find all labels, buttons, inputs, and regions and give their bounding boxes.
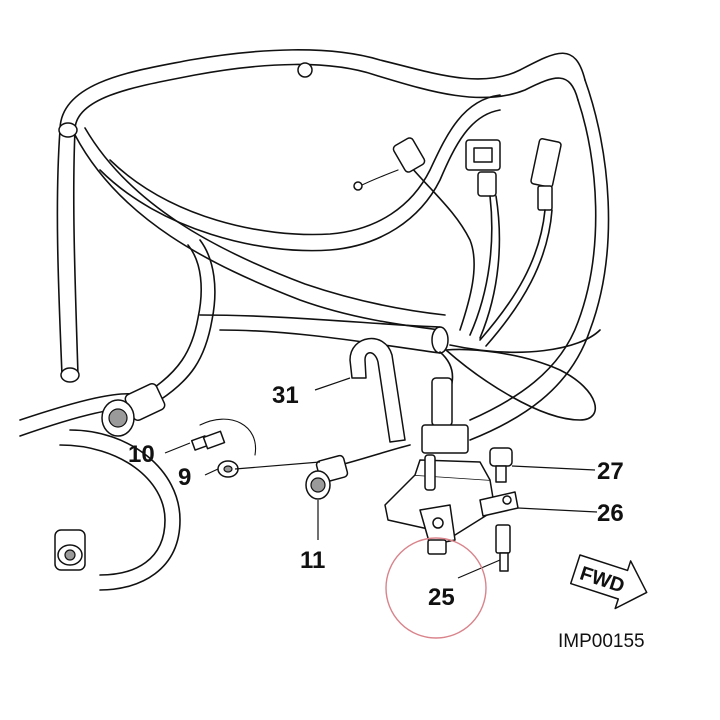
round-connector-left xyxy=(101,239,216,437)
callout-25: 25 xyxy=(428,584,455,611)
highlight-circle xyxy=(385,537,487,639)
main-harness xyxy=(19,49,610,591)
sensor-assembly xyxy=(384,377,519,572)
parts-9-10 xyxy=(190,418,257,478)
leader-lines xyxy=(164,377,598,579)
callout-27: 27 xyxy=(597,458,624,485)
callout-31: 31 xyxy=(272,382,299,409)
callout-26: 26 xyxy=(597,500,624,527)
reference-code: IMP00155 xyxy=(558,631,645,652)
top-connectors xyxy=(297,62,562,347)
fwd-arrow: FWD xyxy=(569,554,648,610)
callout-10: 10 xyxy=(128,441,155,468)
connector-11 xyxy=(305,444,411,500)
hose-31 xyxy=(349,338,406,443)
callout-9: 9 xyxy=(178,464,191,491)
sensor-branch-wires xyxy=(439,329,601,421)
callout-11: 11 xyxy=(300,547,325,574)
connector-lower-left xyxy=(54,529,86,571)
